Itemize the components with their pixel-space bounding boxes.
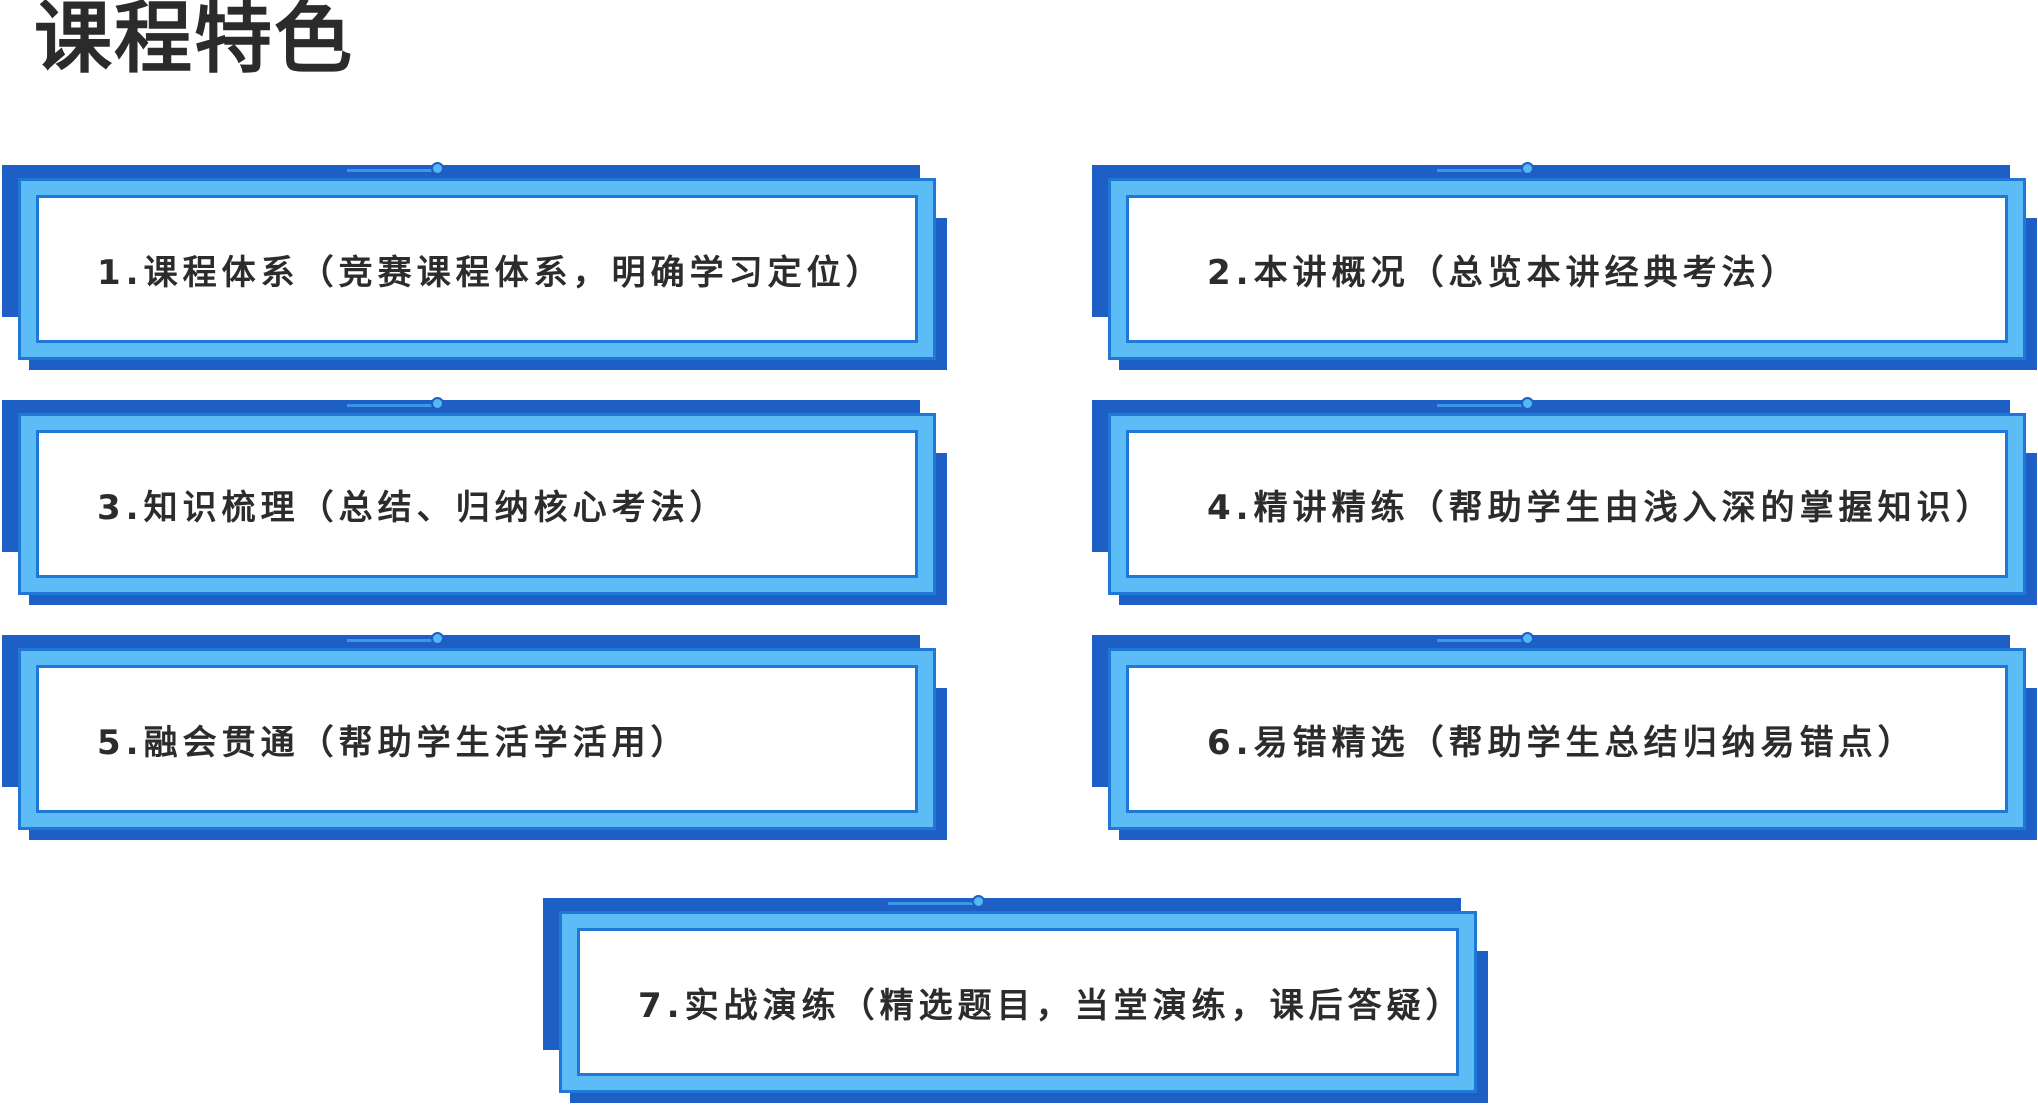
feature-card-1: 1.课程体系（竞赛课程体系，明确学习定位） bbox=[2, 162, 947, 370]
feature-label: 5.融会贯通（帮助学生活学活用） bbox=[97, 722, 690, 763]
card-top-bar bbox=[2, 635, 347, 643]
card-body: 2.本讲概况（总览本讲经典考法） bbox=[1126, 195, 2008, 343]
card-knob-icon bbox=[431, 162, 444, 175]
card-frame: 6.易错精选（帮助学生总结归纳易错点） bbox=[1108, 648, 2026, 830]
card-top-line bbox=[347, 404, 437, 407]
card-knob-icon bbox=[972, 895, 985, 908]
card-top-line bbox=[888, 902, 978, 905]
card-frame: 3.知识梳理（总结、归纳核心考法） bbox=[18, 413, 936, 595]
card-knob-icon bbox=[1521, 632, 1534, 645]
card-frame: 7.实战演练（精选题目，当堂演练，课后答疑） bbox=[559, 911, 1477, 1093]
feature-label: 3.知识梳理（总结、归纳核心考法） bbox=[97, 487, 729, 528]
card-top-bar bbox=[543, 898, 888, 906]
card-top-line bbox=[1437, 404, 1527, 407]
feature-card-4: 4.精讲精练（帮助学生由浅入深的掌握知识） bbox=[1092, 397, 2037, 605]
card-frame: 2.本讲概况（总览本讲经典考法） bbox=[1108, 178, 2026, 360]
feature-label: 4.精讲精练（帮助学生由浅入深的掌握知识） bbox=[1207, 487, 1995, 528]
card-knob-icon bbox=[1521, 397, 1534, 410]
card-top-bar bbox=[1092, 165, 1437, 173]
card-top-line bbox=[1437, 169, 1527, 172]
feature-label: 2.本讲概况（总览本讲经典考法） bbox=[1207, 252, 1800, 293]
card-top-bar bbox=[2, 400, 347, 408]
card-frame: 4.精讲精练（帮助学生由浅入深的掌握知识） bbox=[1108, 413, 2026, 595]
card-body: 7.实战演练（精选题目，当堂演练，课后答疑） bbox=[577, 928, 1460, 1076]
feature-label: 1.课程体系（竞赛课程体系，明确学习定位） bbox=[97, 252, 885, 293]
card-body: 3.知识梳理（总结、归纳核心考法） bbox=[36, 430, 918, 578]
card-top-line bbox=[347, 169, 437, 172]
feature-card-2: 2.本讲概况（总览本讲经典考法） bbox=[1092, 162, 2037, 370]
feature-card-3: 3.知识梳理（总结、归纳核心考法） bbox=[2, 397, 947, 605]
card-top-bar bbox=[1092, 635, 1437, 643]
feature-label: 6.易错精选（帮助学生总结归纳易错点） bbox=[1207, 722, 1917, 763]
feature-card-5: 5.融会贯通（帮助学生活学活用） bbox=[2, 632, 947, 840]
feature-label: 7.实战演练（精选题目，当堂演练，课后答疑） bbox=[638, 985, 1465, 1026]
card-top-line bbox=[347, 639, 437, 642]
card-body: 4.精讲精练（帮助学生由浅入深的掌握知识） bbox=[1126, 430, 2008, 578]
feature-card-6: 6.易错精选（帮助学生总结归纳易错点） bbox=[1092, 632, 2037, 840]
card-knob-icon bbox=[431, 632, 444, 645]
card-frame: 1.课程体系（竞赛课程体系，明确学习定位） bbox=[18, 178, 936, 360]
card-knob-icon bbox=[1521, 162, 1534, 175]
card-top-line bbox=[1437, 639, 1527, 642]
feature-card-7: 7.实战演练（精选题目，当堂演练，课后答疑） bbox=[543, 895, 1488, 1103]
card-top-bar bbox=[1092, 400, 1437, 408]
page-title: 课程特色 bbox=[34, 0, 355, 84]
card-body: 5.融会贯通（帮助学生活学活用） bbox=[36, 665, 918, 813]
card-body: 1.课程体系（竞赛课程体系，明确学习定位） bbox=[36, 195, 918, 343]
card-top-bar bbox=[2, 165, 347, 173]
card-knob-icon bbox=[431, 397, 444, 410]
card-frame: 5.融会贯通（帮助学生活学活用） bbox=[18, 648, 936, 830]
card-body: 6.易错精选（帮助学生总结归纳易错点） bbox=[1126, 665, 2008, 813]
